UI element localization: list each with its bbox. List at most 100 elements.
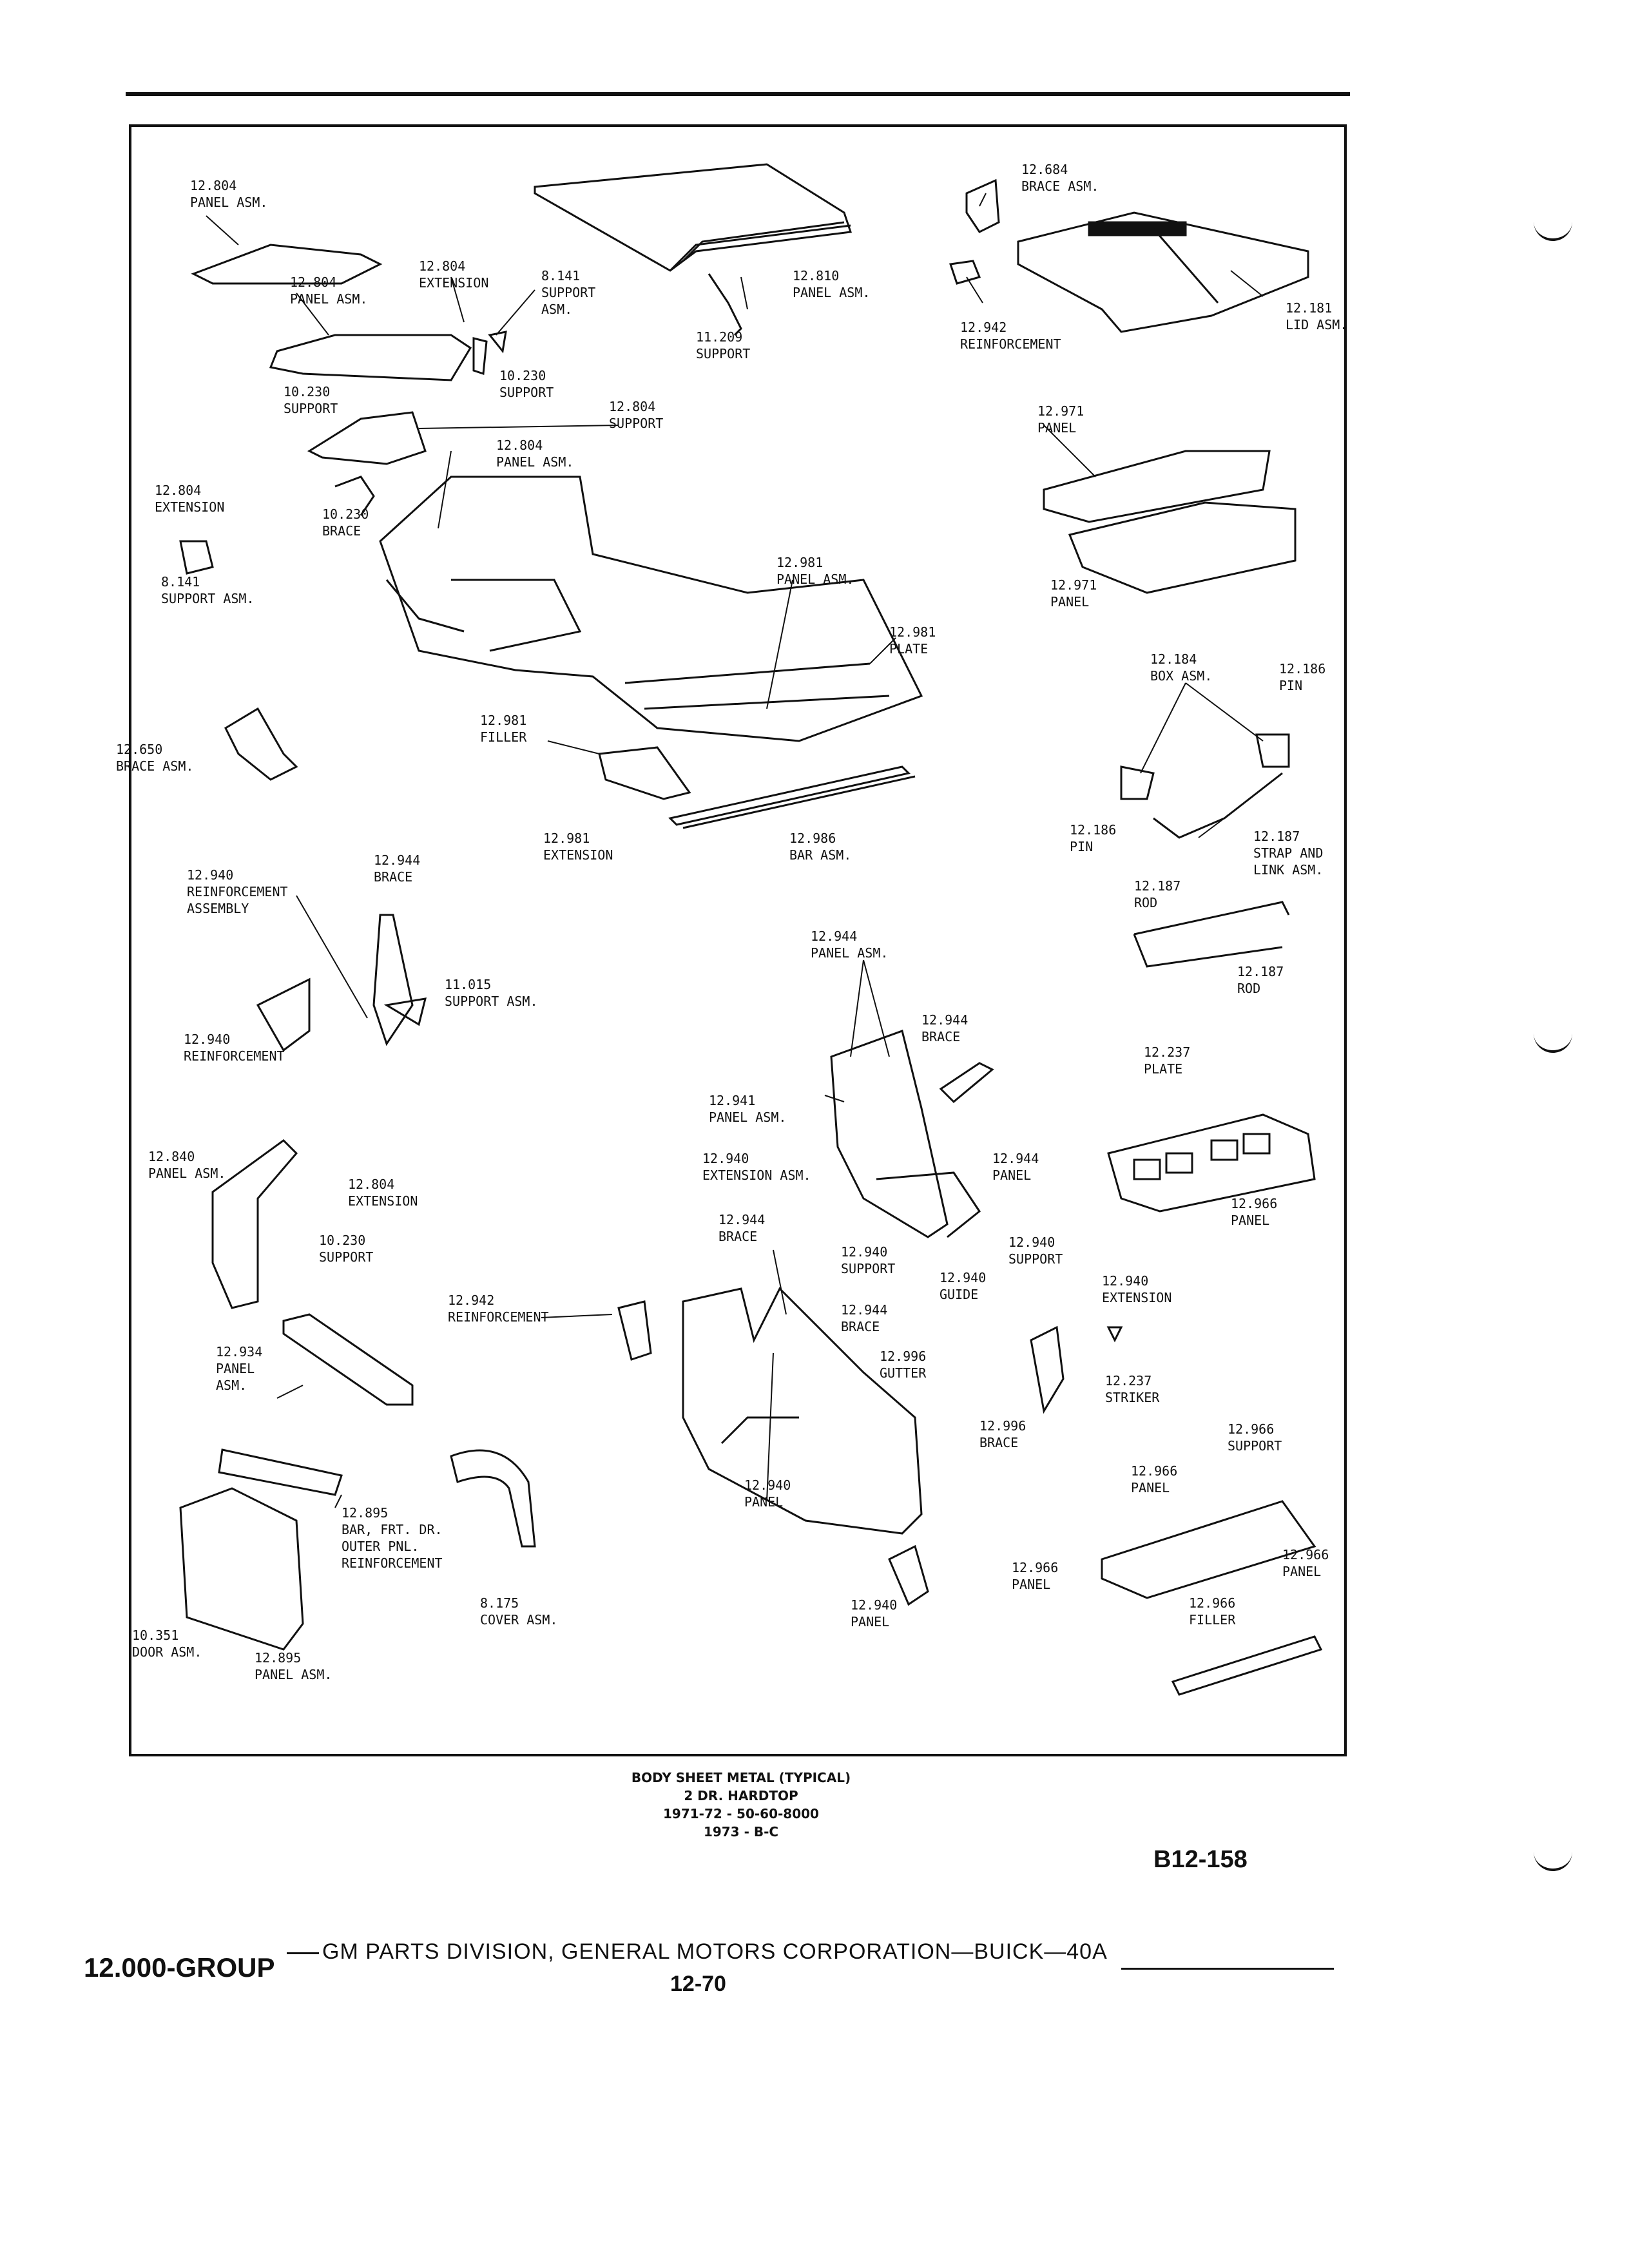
group-label: 12.000-GROUP <box>84 1952 275 1983</box>
caption-line-1: BODY SHEET METAL (TYPICAL) <box>631 1770 851 1785</box>
callout-name: PANEL <box>1131 1480 1170 1495</box>
callout-name: ROD <box>1134 895 1158 910</box>
callout-name: SUPPORT <box>319 1249 374 1265</box>
callout-number: 12.966 <box>1189 1595 1236 1611</box>
callout-number: 12.804 <box>609 399 656 414</box>
callout-number: 12.940 <box>1102 1273 1149 1289</box>
leader-lines <box>206 193 1264 1508</box>
quarter-outer-panel-drawing <box>682 1287 923 1535</box>
binder-tick-mark <box>1534 1843 1572 1871</box>
callout-number: 8.141 <box>541 268 581 284</box>
callout-number: 10.351 <box>132 1628 179 1643</box>
callout-name: PIN <box>1279 678 1303 693</box>
callout-number: 12.966 <box>1228 1421 1275 1437</box>
callout-number: 12.944 <box>811 928 858 944</box>
callout-name: PANEL ASM. <box>290 291 368 307</box>
callout-name: BRACE <box>322 523 361 539</box>
trunk-lid-drawing <box>1017 211 1309 333</box>
callout-number: 11.015 <box>445 977 492 992</box>
callout-number: 12.940 <box>1008 1235 1055 1250</box>
callout-name: BRACE <box>841 1319 880 1334</box>
callout-number: 10.230 <box>319 1233 366 1248</box>
callout-number: 11.209 <box>696 329 743 345</box>
callout-number: 12.184 <box>1150 651 1197 667</box>
callout-name: SUPPORT <box>499 385 554 400</box>
callout-name: BRACE <box>718 1229 758 1244</box>
footer-division: GM PARTS DIVISION, GENERAL MOTORS CORPOR… <box>322 1939 1108 1964</box>
callout-number: 12.981 <box>480 713 527 728</box>
figure-caption: BODY SHEET METAL (TYPICAL) 2 DR. HARDTOP… <box>516 1769 967 1841</box>
callout-name: COVER ASM. <box>480 1612 558 1628</box>
callout-number: 12.810 <box>793 268 840 284</box>
callout-number: 12.237 <box>1105 1373 1152 1389</box>
top-rule <box>126 92 1350 96</box>
callout-number: 12.942 <box>448 1293 495 1308</box>
callout-name: PANEL <box>1037 420 1077 436</box>
callout-name: PLATE <box>1144 1061 1183 1077</box>
floor-pan-drawing <box>379 476 923 742</box>
callout-name: LID ASM. <box>1286 317 1348 332</box>
callout-number: 12.971 <box>1050 577 1097 593</box>
callout-number: 12.940 <box>702 1151 749 1166</box>
callout-name: REINFORCEMENT <box>184 1048 285 1064</box>
roof-panel-drawing <box>534 163 853 272</box>
callout-number: 12.944 <box>374 852 421 868</box>
callout-number: 12.996 <box>880 1349 927 1364</box>
callout-number: 12.895 <box>255 1650 302 1666</box>
page-number: 12-70 <box>670 1972 726 1996</box>
callout-name: ROD <box>1237 981 1261 996</box>
callout-name: SUPPORT <box>1228 1438 1282 1454</box>
callout-name: SUPPORT <box>284 401 338 416</box>
callout-name: EXTENSION <box>348 1193 418 1209</box>
callout-name: BAR ASM. <box>789 847 852 863</box>
callout-number: 12.940 <box>744 1477 791 1493</box>
callout-name: SUPPORT ASM. <box>445 994 538 1009</box>
callout-name: PANEL ASM. <box>255 1667 333 1682</box>
callout-name: PANEL ASM. <box>496 454 574 470</box>
caption-line-3: 1971-72 - 50-60-8000 <box>663 1806 819 1821</box>
callout-name: PANEL <box>1050 594 1090 610</box>
callout-number: 12.804 <box>190 178 237 193</box>
support-drawing <box>708 273 742 336</box>
binder-tick-mark <box>1534 1024 1572 1053</box>
callout-number: 12.940 <box>851 1597 898 1613</box>
callout-number: 8.141 <box>161 574 200 590</box>
callout-name: PANEL ASM. <box>811 945 889 961</box>
callout-name: DOOR ASM. <box>132 1644 202 1660</box>
callout-number: 12.996 <box>979 1418 1027 1434</box>
callout-number: 12.966 <box>1282 1547 1329 1562</box>
